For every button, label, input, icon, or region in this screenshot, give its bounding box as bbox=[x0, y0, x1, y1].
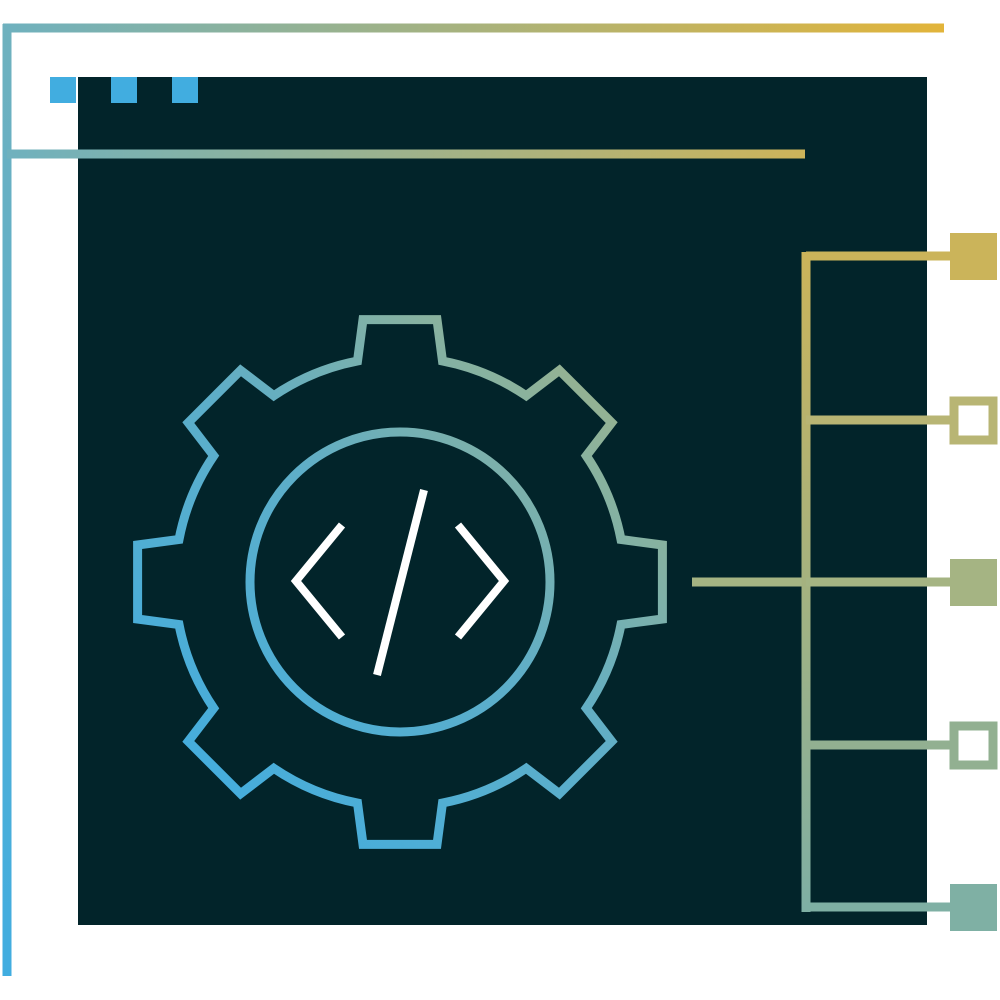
branch-node-filled bbox=[950, 233, 997, 280]
branch-node-filled bbox=[950, 559, 997, 606]
gear-inner-circle bbox=[245, 427, 555, 737]
branch-nodes bbox=[806, 233, 998, 931]
code-bracket-left bbox=[290, 522, 346, 640]
window-dot-1 bbox=[50, 77, 76, 103]
branch-node-filled bbox=[950, 884, 997, 931]
window-dot-2 bbox=[111, 77, 137, 103]
gear-icon bbox=[133, 315, 667, 849]
window-dot-3 bbox=[172, 77, 198, 103]
branch-node-hollow bbox=[949, 396, 998, 445]
code-slash bbox=[373, 489, 428, 676]
code-bracket-right bbox=[454, 522, 510, 640]
branch-node-hollow bbox=[949, 721, 998, 770]
code-icon bbox=[290, 489, 510, 676]
window-panel bbox=[78, 77, 927, 925]
